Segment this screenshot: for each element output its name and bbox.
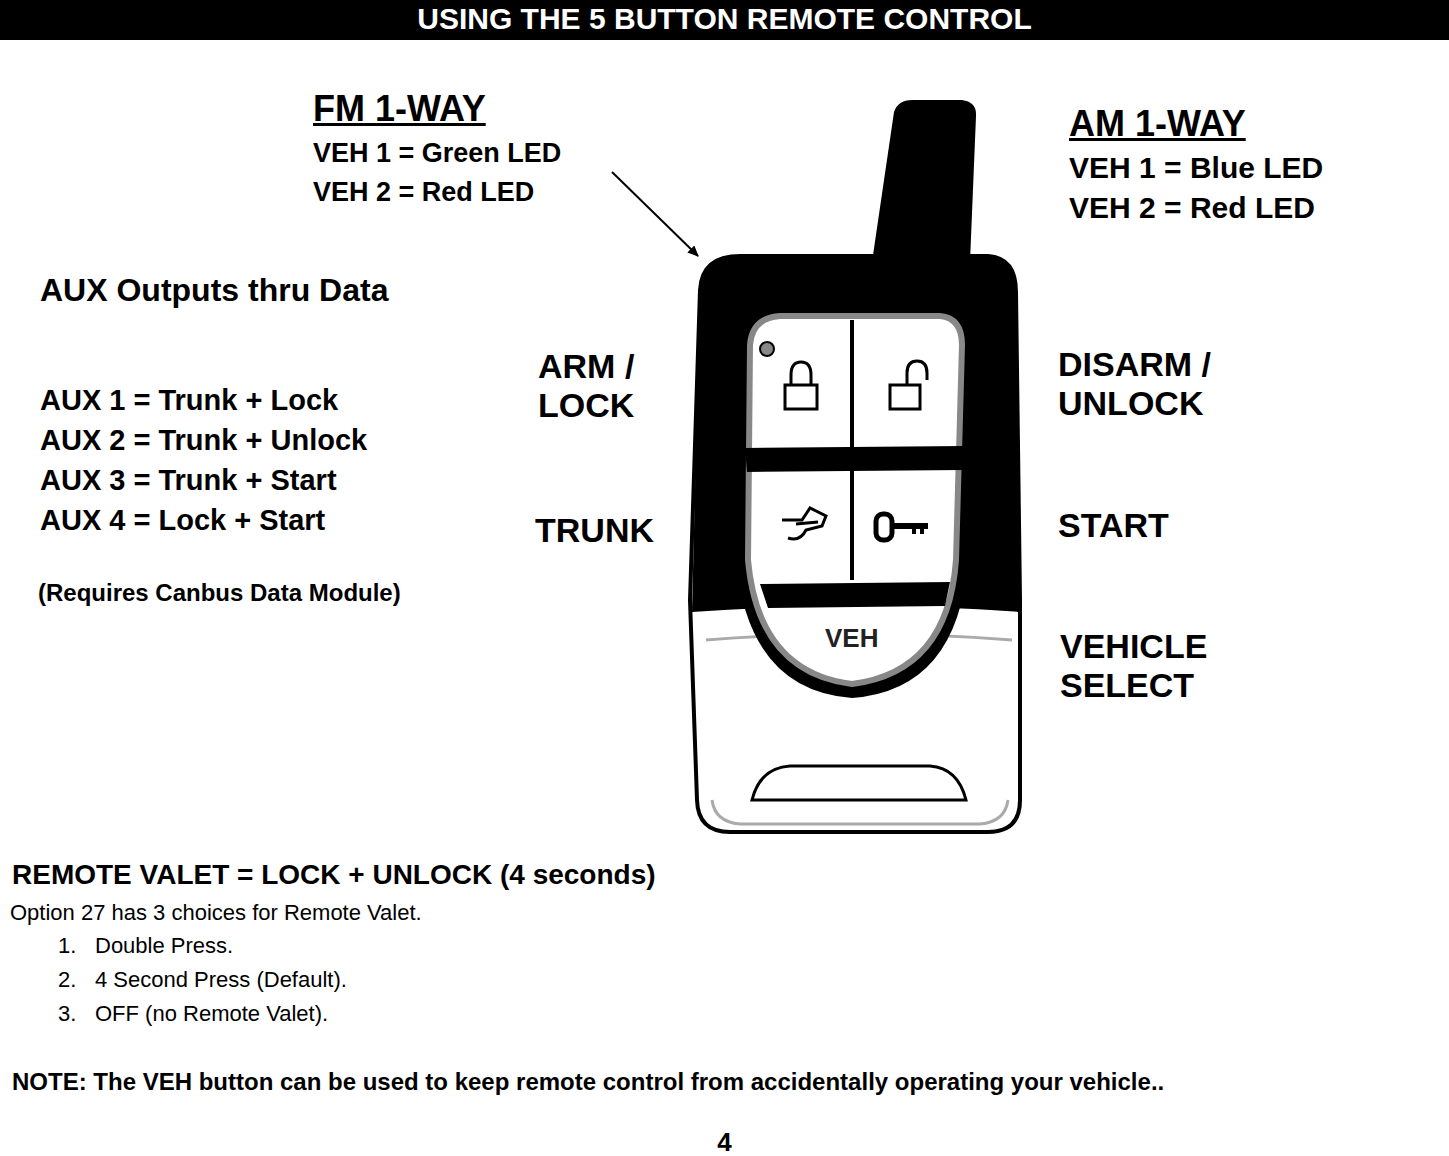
key-icon: [876, 514, 928, 540]
button-label: START: [1058, 506, 1169, 545]
list-item: 4 Second Press (Default).: [95, 967, 347, 992]
led-label: VEH 2 = Red LED: [313, 177, 534, 208]
page-number: 4: [0, 1128, 1449, 1156]
list-number: 2.: [58, 967, 76, 992]
leader-arrow: [612, 172, 698, 256]
antenna: [872, 100, 976, 262]
button-label: DISARM / UNLOCK: [1058, 345, 1238, 423]
led: [760, 342, 774, 356]
note-label: (Requires Canbus Data Module): [38, 579, 401, 607]
note-text: NOTE: The VEH button can be used to keep…: [12, 1068, 1437, 1096]
remote-body: [690, 256, 1020, 832]
led-label: VEH 1 = Blue LED: [1069, 151, 1323, 186]
button-pad: [748, 316, 962, 684]
list-item: OFF (no Remote Valet).: [95, 1001, 328, 1026]
aux-label: AUX 4 = Lock + Start: [40, 504, 325, 537]
aux-label: AUX 2 = Trunk + Unlock: [40, 424, 367, 457]
button-label: ARM / LOCK: [538, 347, 668, 425]
button-surround: [736, 303, 975, 698]
led-label: VEH 2 = Red LED: [1069, 191, 1315, 226]
section-heading: AUX Outputs thru Data: [40, 272, 388, 309]
aux-label: AUX 1 = Trunk + Lock: [40, 384, 338, 417]
led-label: VEH 1 = Green LED: [313, 138, 561, 169]
button-label: VEHICLE SELECT: [1060, 627, 1240, 705]
aux-label: AUX 3 = Trunk + Start: [40, 464, 337, 497]
unlock-icon: [890, 361, 927, 409]
list-number: 3.: [58, 1001, 76, 1026]
heading-label: AM 1-WAY: [1069, 103, 1246, 144]
heading-label: FM 1-WAY: [313, 88, 486, 129]
button-text: VEH: [825, 624, 878, 654]
lanyard-slot: [752, 766, 966, 800]
page-title: USING THE 5 BUTTON REMOTE CONTROL: [0, 0, 1449, 40]
body-text: Option 27 has 3 choices for Remote Valet…: [10, 900, 422, 925]
lock-icon: [785, 362, 817, 409]
list-item: Double Press.: [95, 933, 233, 958]
valet-heading: REMOTE VALET = LOCK + UNLOCK (4 seconds): [12, 859, 656, 891]
list-number: 1.: [58, 933, 76, 958]
button-label: TRUNK: [535, 511, 654, 550]
trunk-icon: [782, 508, 826, 539]
